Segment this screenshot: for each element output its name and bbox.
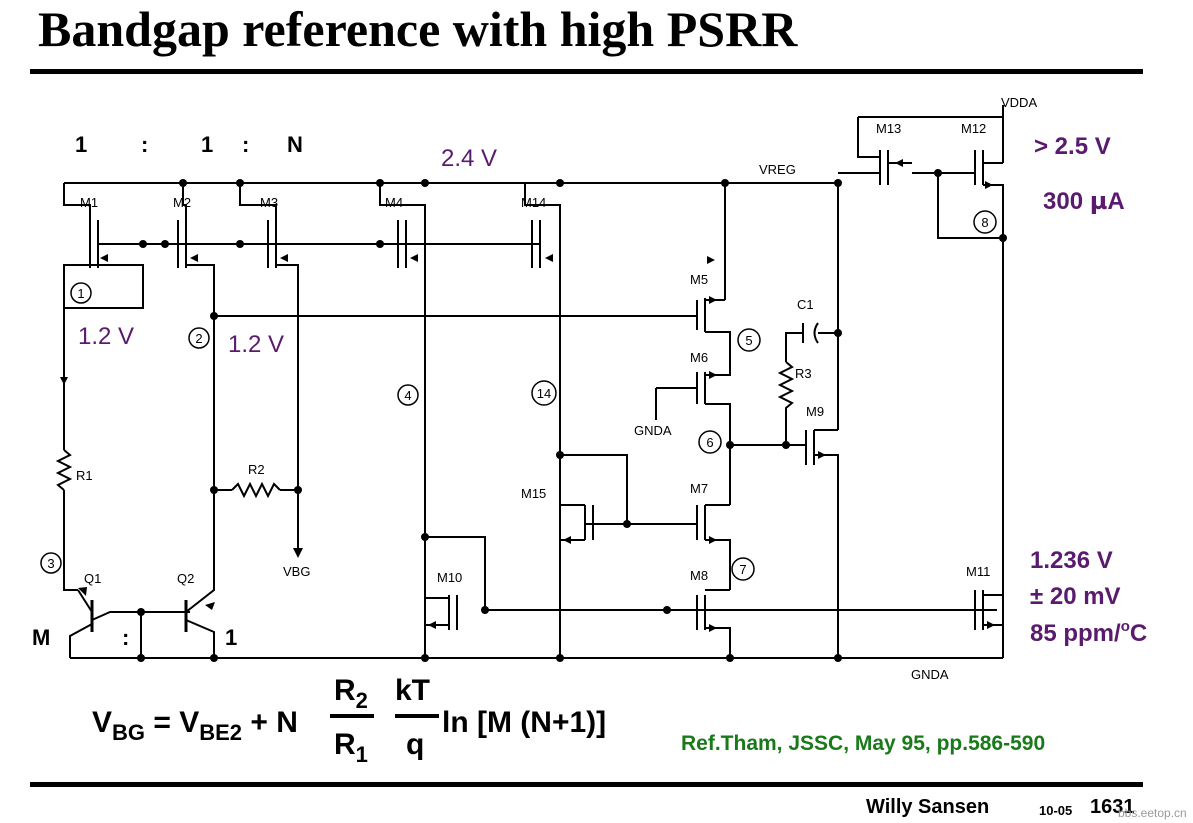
page-title: Bandgap reference with high PSRR [38, 1, 798, 57]
m6-label: M6 [690, 350, 708, 365]
ratio-1b: 1 [201, 132, 213, 157]
vbg-label: VBG [283, 564, 310, 579]
r3-label: R3 [795, 366, 812, 381]
top-rule [30, 69, 1143, 74]
formula-plus-n: + N [242, 706, 298, 739]
node-6-label: 6 [706, 435, 713, 450]
ratio-colon-a: : [141, 132, 148, 157]
vout-annotation: 1.236 V [1030, 547, 1113, 574]
m14-label: M14 [521, 195, 546, 210]
formula-r1: R [334, 728, 356, 761]
vreg-label: VREG [759, 162, 796, 177]
formula-q: q [406, 728, 424, 761]
q-ratio-1: 1 [225, 625, 237, 650]
reference-citation: Ref.Tham, JSSC, May 95, pp.586-590 [681, 732, 1045, 755]
wires [63, 105, 1004, 659]
current-suffix: A [1107, 188, 1124, 215]
vdda-label: VDDA [1001, 95, 1037, 110]
formula-kt: kT [395, 674, 430, 707]
formula-lhs: V [92, 706, 112, 739]
fraction-bar-1 [330, 714, 374, 718]
tc-unit: C [1130, 620, 1147, 647]
node-4-label: 4 [404, 388, 411, 403]
vdd-internal-annotation: 2.4 V [441, 145, 497, 172]
formula-ln: ln [M (N+1)] [442, 706, 606, 739]
r2-resistor [231, 481, 281, 499]
arrowheads [60, 159, 995, 632]
m12-label: M12 [961, 121, 986, 136]
m8-label: M8 [690, 568, 708, 583]
current-unit: µ [1090, 187, 1108, 215]
q-ratio-m: M [32, 625, 50, 650]
node-8-label: 8 [981, 215, 988, 230]
formula-vbe-sub: BE2 [199, 720, 242, 745]
voltage-annotations: 2.4 V 1.2 V 1.2 V > 2.5 V 300 µA 1.236 V… [78, 133, 1147, 647]
m10-label: M10 [437, 570, 462, 585]
watermark: bbs.eetop.cn [1118, 806, 1187, 820]
m5-label: M5 [690, 272, 708, 287]
node-5-label: 5 [745, 333, 752, 348]
pmos-gates [89, 220, 541, 268]
formula-r2: R [334, 674, 356, 707]
m2-label: M2 [173, 195, 191, 210]
m11-label: M11 [966, 564, 990, 579]
ratio-n: N [287, 132, 303, 157]
svg-text:R1: R1 [334, 728, 368, 767]
q2-label: Q2 [177, 571, 194, 586]
q-ratio-colon: : [122, 625, 129, 650]
formula-r2-sub: 2 [356, 688, 368, 713]
r2-label: R2 [248, 462, 265, 477]
tc-sup: o [1121, 618, 1130, 635]
ratio-colon-b: : [242, 132, 249, 157]
node-14-label: 14 [537, 386, 551, 401]
formula-r1-sub: 1 [356, 742, 368, 767]
r3-resistor [777, 361, 795, 420]
q1-label: Q1 [84, 571, 101, 586]
tc-num: 85 ppm/ [1030, 620, 1121, 647]
vdd-min-annotation: > 2.5 V [1034, 133, 1111, 160]
m4-label: M4 [385, 195, 403, 210]
svg-text:R2: R2 [334, 674, 368, 713]
c1-capacitor [802, 322, 819, 344]
node-2-label: 2 [195, 331, 202, 346]
junction-dots [137, 169, 1007, 662]
svg-text:VBG = VBE2 + N: VBG = VBE2 + N [92, 706, 298, 745]
footer-page-number: 1631 [1090, 796, 1135, 818]
tolerance-annotation: ± 20 mV [1030, 583, 1121, 610]
node-7-label: 7 [739, 562, 746, 577]
gnda-label: GNDA [911, 667, 949, 682]
bandgap-formula: VBG = VBE2 + N R2 R1 kT q ln [M (N+1)] [92, 674, 606, 767]
component-labels: M1 M2 M3 M4 M14 M5 M6 M7 M8 M9 M10 M11 M… [76, 95, 1037, 682]
m13-label: M13 [876, 121, 901, 136]
r1-label: R1 [76, 468, 93, 483]
formula-eq: = V [145, 706, 199, 739]
node-markers: 1 2 3 4 14 5 6 7 8 [40, 210, 997, 581]
fraction-bar-2 [395, 714, 439, 718]
vbe-annotation-a: 1.2 V [78, 323, 134, 350]
vbe-annotation-b: 1.2 V [228, 331, 284, 358]
m15-label: M15 [521, 486, 546, 501]
footer-date: 10-05 [1039, 803, 1073, 818]
gnda-bias-label: GNDA [634, 423, 672, 438]
supply-current-annotation: 300 µA [1043, 187, 1125, 215]
ratio-1a: 1 [75, 132, 87, 157]
mirror-ratio: 1 : 1 : N M : 1 [32, 132, 303, 650]
c1-label: C1 [797, 297, 814, 312]
m7-label: M7 [690, 481, 708, 496]
node-3-label: 3 [47, 556, 54, 571]
current-num: 300 [1043, 188, 1090, 215]
node-1-label: 1 [77, 286, 84, 301]
m1-label: M1 [80, 195, 98, 210]
m9-label: M9 [806, 404, 824, 419]
formula-lhs-sub: BG [112, 720, 145, 745]
bottom-rule [30, 782, 1143, 787]
r1-resistor [55, 449, 73, 491]
m3-label: M3 [260, 195, 278, 210]
footer-author: Willy Sansen [866, 796, 990, 818]
tempco-annotation: 85 ppm/oC [1030, 618, 1147, 647]
